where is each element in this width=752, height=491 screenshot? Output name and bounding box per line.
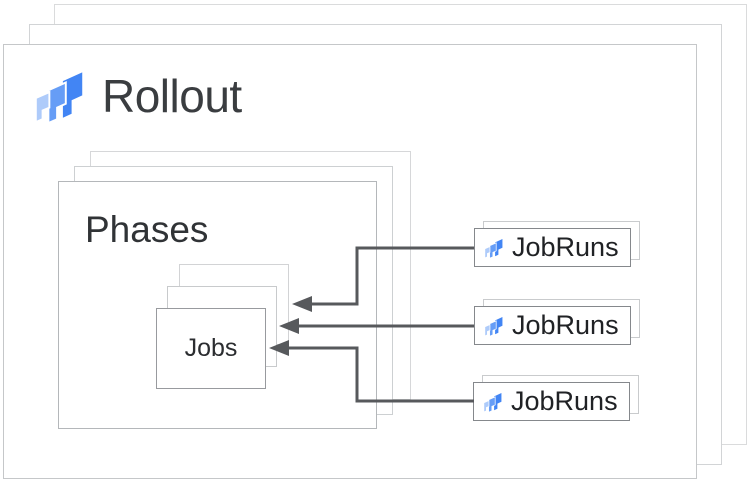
jobrun-icon bbox=[483, 315, 505, 337]
jobrun-label: JobRuns bbox=[512, 232, 619, 262]
jobrun-card-front: JobRuns bbox=[474, 306, 631, 345]
jobrun-label: JobRuns bbox=[512, 310, 619, 340]
rollout-header: Rollout bbox=[31, 67, 242, 125]
rollout-title: Rollout bbox=[102, 70, 242, 122]
cloud-deploy-logo-icon bbox=[31, 67, 89, 125]
jobrun-card-front: JobRuns bbox=[473, 382, 630, 421]
jobrun-icon bbox=[483, 237, 505, 259]
jobs-card-front: Jobs bbox=[156, 308, 266, 389]
jobs-label: Jobs bbox=[184, 334, 238, 362]
jobrun-label: JobRuns bbox=[511, 386, 618, 416]
jobrun-card-front: JobRuns bbox=[474, 228, 631, 267]
phases-title: Phases bbox=[85, 209, 209, 250]
jobrun-icon bbox=[482, 391, 504, 413]
